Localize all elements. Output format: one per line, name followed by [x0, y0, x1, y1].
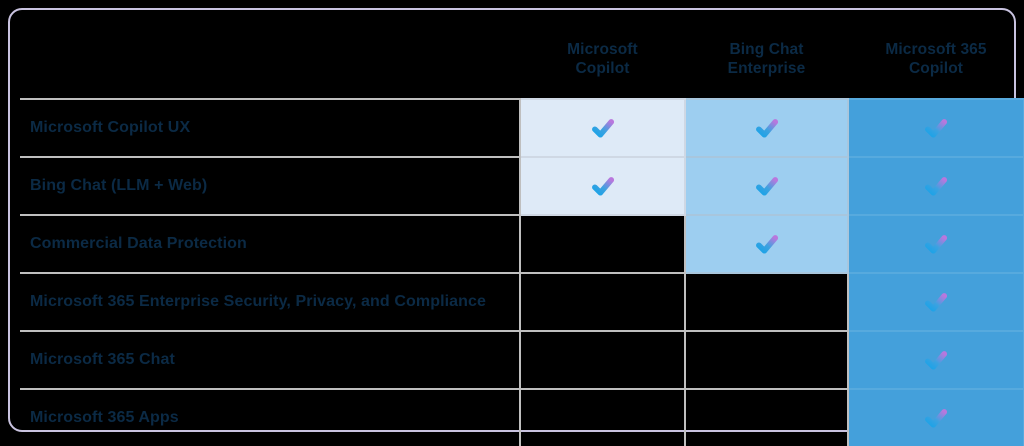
check-icon	[925, 351, 948, 370]
cell-copilot	[519, 156, 686, 216]
cell-content	[521, 274, 684, 330]
cell-bing_chat_enterprise	[684, 272, 849, 332]
column-header-m365-copilot: Microsoft 365 Copilot	[848, 20, 1024, 99]
cell-content	[521, 216, 684, 272]
table-row: Microsoft 365 Chat	[20, 330, 1024, 390]
check-icon	[925, 177, 948, 196]
feature-cell: Bing Chat (LLM + Web)	[20, 156, 521, 216]
feature-cell: Commercial Data Protection	[20, 214, 521, 274]
check-icon	[925, 235, 948, 254]
check-icon	[925, 409, 948, 428]
check-icon	[591, 119, 614, 138]
table-row: Microsoft 365 Enterprise Security, Priva…	[20, 272, 1024, 332]
table-header: Microsoft Copilot Bing Chat Enterprise M…	[20, 20, 1024, 99]
table-row: Bing Chat (LLM + Web)	[20, 156, 1024, 216]
feature-label: Microsoft 365 Apps	[30, 409, 179, 427]
feature-label: Microsoft 365 Enterprise Security, Priva…	[30, 293, 487, 311]
check-icon	[755, 235, 778, 254]
check-icon	[755, 119, 778, 138]
cell-content	[849, 390, 1023, 446]
cell-content	[849, 274, 1023, 330]
column-header-bing-chat-enterprise: Bing Chat Enterprise	[685, 20, 848, 99]
cell-m365_copilot	[847, 156, 1024, 216]
cell-copilot	[519, 388, 686, 446]
cell-content	[686, 274, 847, 330]
feature-cell: Microsoft 365 Apps	[20, 388, 521, 446]
cell-bing_chat_enterprise	[684, 98, 849, 158]
feature-cell: Microsoft 365 Enterprise Security, Priva…	[20, 272, 521, 332]
column-header-m365-copilot-line2: Copilot	[908, 60, 964, 77]
cell-copilot	[519, 214, 686, 274]
cell-content	[849, 158, 1023, 214]
comparison-table-frame: Microsoft Copilot Bing Chat Enterprise M…	[8, 8, 1024, 446]
cell-m365_copilot	[847, 388, 1024, 446]
cell-m365_copilot	[847, 214, 1024, 274]
cell-content	[521, 158, 684, 214]
header-row: Microsoft Copilot Bing Chat Enterprise M…	[20, 20, 1024, 99]
cell-content	[686, 158, 847, 214]
check-icon	[591, 177, 614, 196]
feature-column-header	[20, 20, 520, 99]
check-icon	[925, 293, 948, 312]
check-icon	[755, 177, 778, 196]
table-row: Microsoft Copilot UX	[20, 98, 1024, 158]
cell-bing_chat_enterprise	[684, 330, 849, 390]
feature-label: Bing Chat (LLM + Web)	[30, 177, 208, 195]
column-header-bing-chat-enterprise-line1: Bing Chat	[729, 40, 804, 58]
cell-content	[686, 216, 847, 272]
cell-bing_chat_enterprise	[684, 156, 849, 216]
column-header-copilot-line2: Copilot	[575, 60, 630, 77]
feature-cell: Microsoft 365 Chat	[20, 330, 521, 390]
cell-content	[521, 390, 684, 446]
column-header-m365-copilot-line1: Microsoft 365	[885, 40, 987, 58]
feature-comparison-table: Microsoft Copilot Bing Chat Enterprise M…	[20, 20, 1024, 446]
cell-bing_chat_enterprise	[684, 214, 849, 274]
feature-label: Microsoft Copilot UX	[30, 119, 191, 137]
cell-m365_copilot	[847, 272, 1024, 332]
cell-m365_copilot	[847, 98, 1024, 158]
table-row: Commercial Data Protection	[20, 214, 1024, 274]
cell-content	[521, 100, 684, 156]
cell-content	[686, 332, 847, 388]
table-row: Microsoft 365 Apps	[20, 388, 1024, 446]
cell-bing_chat_enterprise	[684, 388, 849, 446]
feature-cell: Microsoft Copilot UX	[20, 98, 521, 158]
cell-copilot	[519, 98, 686, 158]
cell-content	[686, 390, 847, 446]
cell-content	[686, 100, 847, 156]
cell-content	[849, 332, 1023, 388]
cell-content	[849, 100, 1023, 156]
cell-m365_copilot	[847, 330, 1024, 390]
table-body: Microsoft Copilot UX Bing Chat (LLM + Web…	[20, 98, 1024, 446]
cell-content	[521, 332, 684, 388]
cell-copilot	[519, 330, 686, 390]
cell-copilot	[519, 272, 686, 332]
cell-content	[849, 216, 1023, 272]
column-header-bing-chat-enterprise-line2: Enterprise	[727, 60, 806, 77]
feature-label: Commercial Data Protection	[30, 235, 247, 253]
column-header-copilot-line1: Microsoft	[567, 40, 638, 58]
feature-label: Microsoft 365 Chat	[30, 351, 175, 369]
check-icon	[925, 119, 948, 138]
column-header-copilot: Microsoft Copilot	[520, 20, 685, 99]
